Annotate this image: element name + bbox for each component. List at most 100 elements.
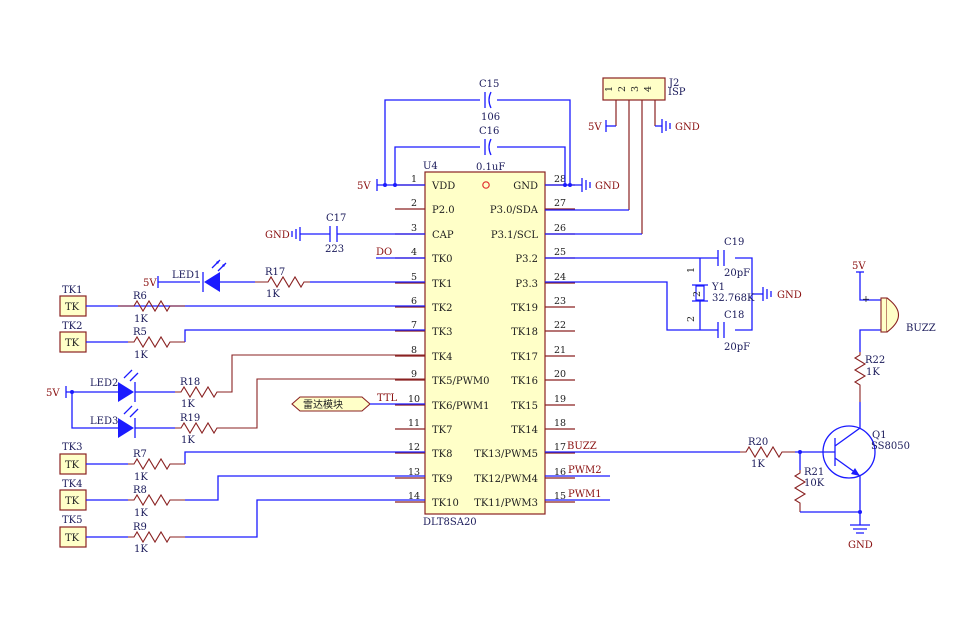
pin-number: 5 — [411, 272, 417, 283]
pin-name: TK14 — [511, 425, 538, 436]
pin-name: TK3 — [432, 327, 453, 338]
pin-name: VDD — [431, 181, 455, 192]
svg-text:3: 3 — [630, 86, 641, 92]
pin-name: TK19 — [511, 303, 538, 314]
tk-pad-tk2: TK2 TK R5 1K — [59, 321, 425, 361]
radar-module-port: 雷达模块 TTL — [291, 393, 425, 412]
pin-number: 22 — [554, 320, 566, 331]
pin-number: 21 — [554, 345, 566, 356]
svg-text:TK: TK — [65, 496, 80, 507]
svg-text:BUZZ: BUZZ — [906, 323, 936, 334]
pin-number: 12 — [408, 442, 420, 453]
svg-text:1: 1 — [686, 267, 697, 273]
svg-text:10K: 10K — [804, 478, 825, 489]
svg-text:GND: GND — [675, 122, 700, 133]
svg-text:C15: C15 — [479, 79, 499, 90]
svg-text:R21: R21 — [804, 467, 824, 478]
pin-number: 14 — [408, 491, 420, 502]
junction — [393, 183, 397, 187]
svg-text:1K: 1K — [134, 314, 148, 325]
svg-text:106: 106 — [481, 112, 500, 123]
pin-name: TK12/PWM4 — [474, 474, 538, 485]
pin-number: 15 — [554, 491, 566, 502]
c15-wire — [384, 99, 571, 185]
svg-text:R18: R18 — [180, 377, 200, 388]
svg-text:R7: R7 — [133, 449, 147, 460]
svg-text:LED1: LED1 — [172, 270, 200, 281]
svg-text:5V: 5V — [852, 261, 866, 272]
pin-number: 28 — [554, 174, 566, 185]
junction — [563, 183, 567, 187]
svg-text:+: + — [862, 294, 870, 305]
svg-text:J2: J2 — [668, 78, 679, 89]
pin-number: 2 — [411, 198, 417, 209]
ic-body — [424, 171, 546, 515]
pin-name: P3.2 — [515, 254, 538, 265]
svg-text:TK4: TK4 — [62, 479, 83, 490]
capacitor-c17: GND C17 223 — [265, 213, 425, 255]
ic-ref: U4 — [423, 161, 438, 172]
pin-number: 16 — [554, 467, 566, 478]
sda-scl-wires — [545, 209, 642, 235]
svg-text:雷达模块: 雷达模块 — [303, 399, 343, 411]
tk-pad-tk5: TK5 TK R9 1K — [59, 499, 425, 555]
pin-name: TK17 — [511, 352, 538, 363]
svg-text:GND: GND — [265, 230, 290, 241]
svg-text:1K: 1K — [751, 459, 765, 470]
crystal-circuit: GND C19 20pF C18 20pF Y1 32.768K 1 2 2 — [545, 237, 802, 353]
c16-wire — [394, 146, 566, 185]
svg-text:5V: 5V — [588, 122, 602, 133]
svg-text:2: 2 — [686, 316, 697, 322]
svg-text:Q1: Q1 — [872, 430, 887, 441]
junction — [383, 183, 387, 187]
svg-text:1K: 1K — [181, 399, 195, 410]
svg-text:GND: GND — [848, 540, 873, 551]
svg-text:4: 4 — [643, 86, 654, 92]
svg-text:DO: DO — [376, 247, 392, 258]
pin-number: 10 — [408, 394, 420, 405]
pin-number: 8 — [411, 345, 417, 356]
pin-number: 4 — [411, 247, 417, 258]
svg-text:R6: R6 — [133, 291, 147, 302]
tk-pad-tk4: TK4 TK R8 1K — [59, 475, 425, 519]
pin-number: 17 — [554, 442, 566, 453]
svg-text:TTL: TTL — [377, 393, 398, 404]
svg-text:TK: TK — [65, 338, 80, 349]
svg-text:PWM2: PWM2 — [568, 465, 602, 476]
pin-name: TK16 — [511, 376, 538, 387]
pin-name: TK18 — [511, 327, 538, 338]
pin-number: 24 — [554, 272, 566, 283]
svg-text:1: 1 — [604, 86, 615, 92]
svg-text:5V: 5V — [46, 388, 60, 399]
pin-number: 20 — [554, 369, 566, 380]
pin-name: TK5/PWM0 — [432, 376, 489, 387]
capacitor-c15: C15 106 — [479, 79, 500, 123]
ic-right-pins: 28GND27P3.0/SDA26P3.1/SCL25P3.224P3.323T… — [474, 174, 575, 509]
buzzer-driver: BUZZ PWM2 PWM1 R20 1K R21 10K Q1 SS8050 … — [545, 261, 936, 551]
pin-number: 19 — [554, 394, 566, 405]
pin-name: TK6/PWM1 — [432, 401, 489, 412]
svg-text:TK3: TK3 — [62, 442, 83, 453]
svg-text:TK: TK — [65, 302, 80, 313]
led1-circuit: 5V LED1 R17 1K — [143, 259, 425, 300]
svg-text:LED3: LED3 — [90, 416, 118, 427]
svg-text:ISP: ISP — [668, 87, 686, 98]
net-do: DO — [376, 247, 425, 259]
svg-text:BUZZ: BUZZ — [567, 441, 597, 452]
svg-text:TK: TK — [65, 460, 80, 471]
svg-text:C19: C19 — [724, 237, 744, 248]
